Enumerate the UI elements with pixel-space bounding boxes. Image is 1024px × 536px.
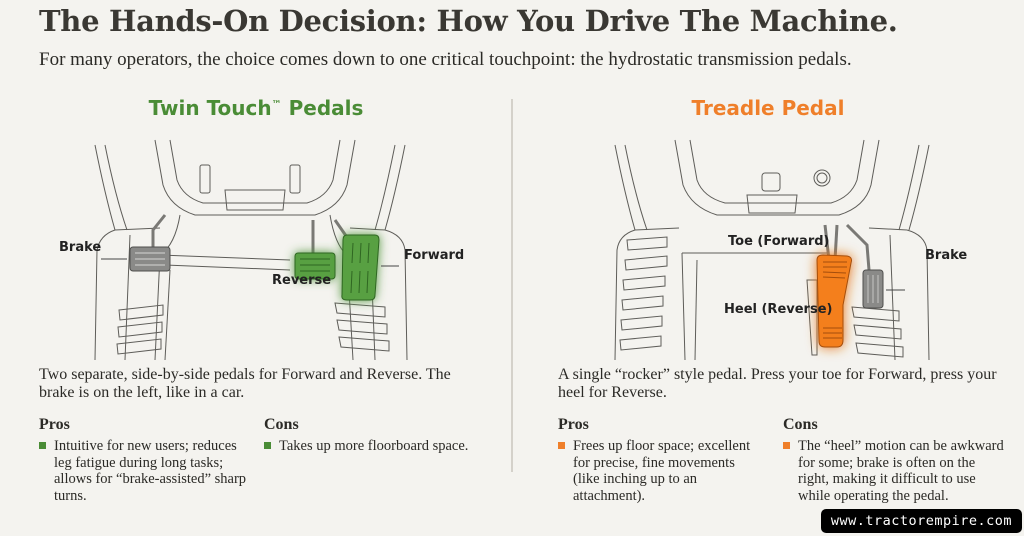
trademark-symbol: ™	[271, 99, 282, 111]
watermark-link[interactable]: www.tractorempire.com	[820, 509, 1022, 533]
square-bullet-icon	[558, 442, 565, 449]
section-divider	[511, 99, 513, 472]
brake-pedal	[862, 269, 884, 309]
reverse-label: Reverse	[272, 273, 332, 288]
pros-item: Intuitive for new users; reduces leg fat…	[39, 438, 249, 504]
cons-heading: Cons	[783, 416, 818, 433]
pros-item: Frees up floor space; excellent for prec…	[558, 438, 763, 504]
reverse-pedal	[294, 252, 336, 280]
twin-touch-illustration	[85, 135, 425, 361]
twin-touch-cons: Cons Takes up more floorboard space.	[264, 416, 494, 455]
twin-touch-description: Two separate, side-by-side pedals for Fo…	[39, 366, 451, 401]
brake-pedal	[129, 246, 171, 272]
square-bullet-icon	[264, 442, 271, 449]
page-subtitle: For many operators, the choice comes dow…	[39, 49, 852, 70]
treadle-illustration	[607, 135, 947, 361]
pros-heading: Pros	[558, 416, 589, 433]
cons-item: The “heel” motion can be awkward for som…	[783, 438, 1005, 504]
heel-reverse-label: Heel (Reverse)	[724, 302, 833, 317]
twin-touch-title: Twin Touch™ Pedals	[148, 96, 364, 120]
brake-label: Brake	[925, 248, 968, 263]
square-bullet-icon	[783, 442, 790, 449]
cons-item: Takes up more floorboard space.	[264, 438, 494, 455]
toe-forward-label: Toe (Forward)	[728, 234, 830, 249]
forward-pedal	[341, 234, 380, 301]
page-title: The Hands-On Decision: How You Drive The…	[39, 4, 898, 38]
pros-heading: Pros	[39, 416, 70, 433]
cons-heading: Cons	[264, 416, 299, 433]
floorboard-diagram	[94, 139, 408, 361]
treadle-title: Treadle Pedal	[691, 96, 845, 120]
brake-label: Brake	[59, 240, 102, 255]
treadle-panel: Treadle Pedal	[512, 90, 1024, 536]
treadle-cons: Cons The “heel” motion can be awkward fo…	[783, 416, 1005, 504]
forward-label: Forward	[404, 248, 465, 263]
floorboard-diagram	[614, 139, 930, 361]
square-bullet-icon	[39, 442, 46, 449]
twin-touch-panel: Twin Touch™ Pedals	[0, 90, 512, 536]
twin-touch-pros: Pros Intuitive for new users; reduces le…	[39, 416, 249, 504]
treadle-pedal	[816, 254, 852, 348]
treadle-description: A single “rocker” style pedal. Press you…	[558, 366, 997, 401]
treadle-pros: Pros Frees up floor space; excellent for…	[558, 416, 763, 504]
